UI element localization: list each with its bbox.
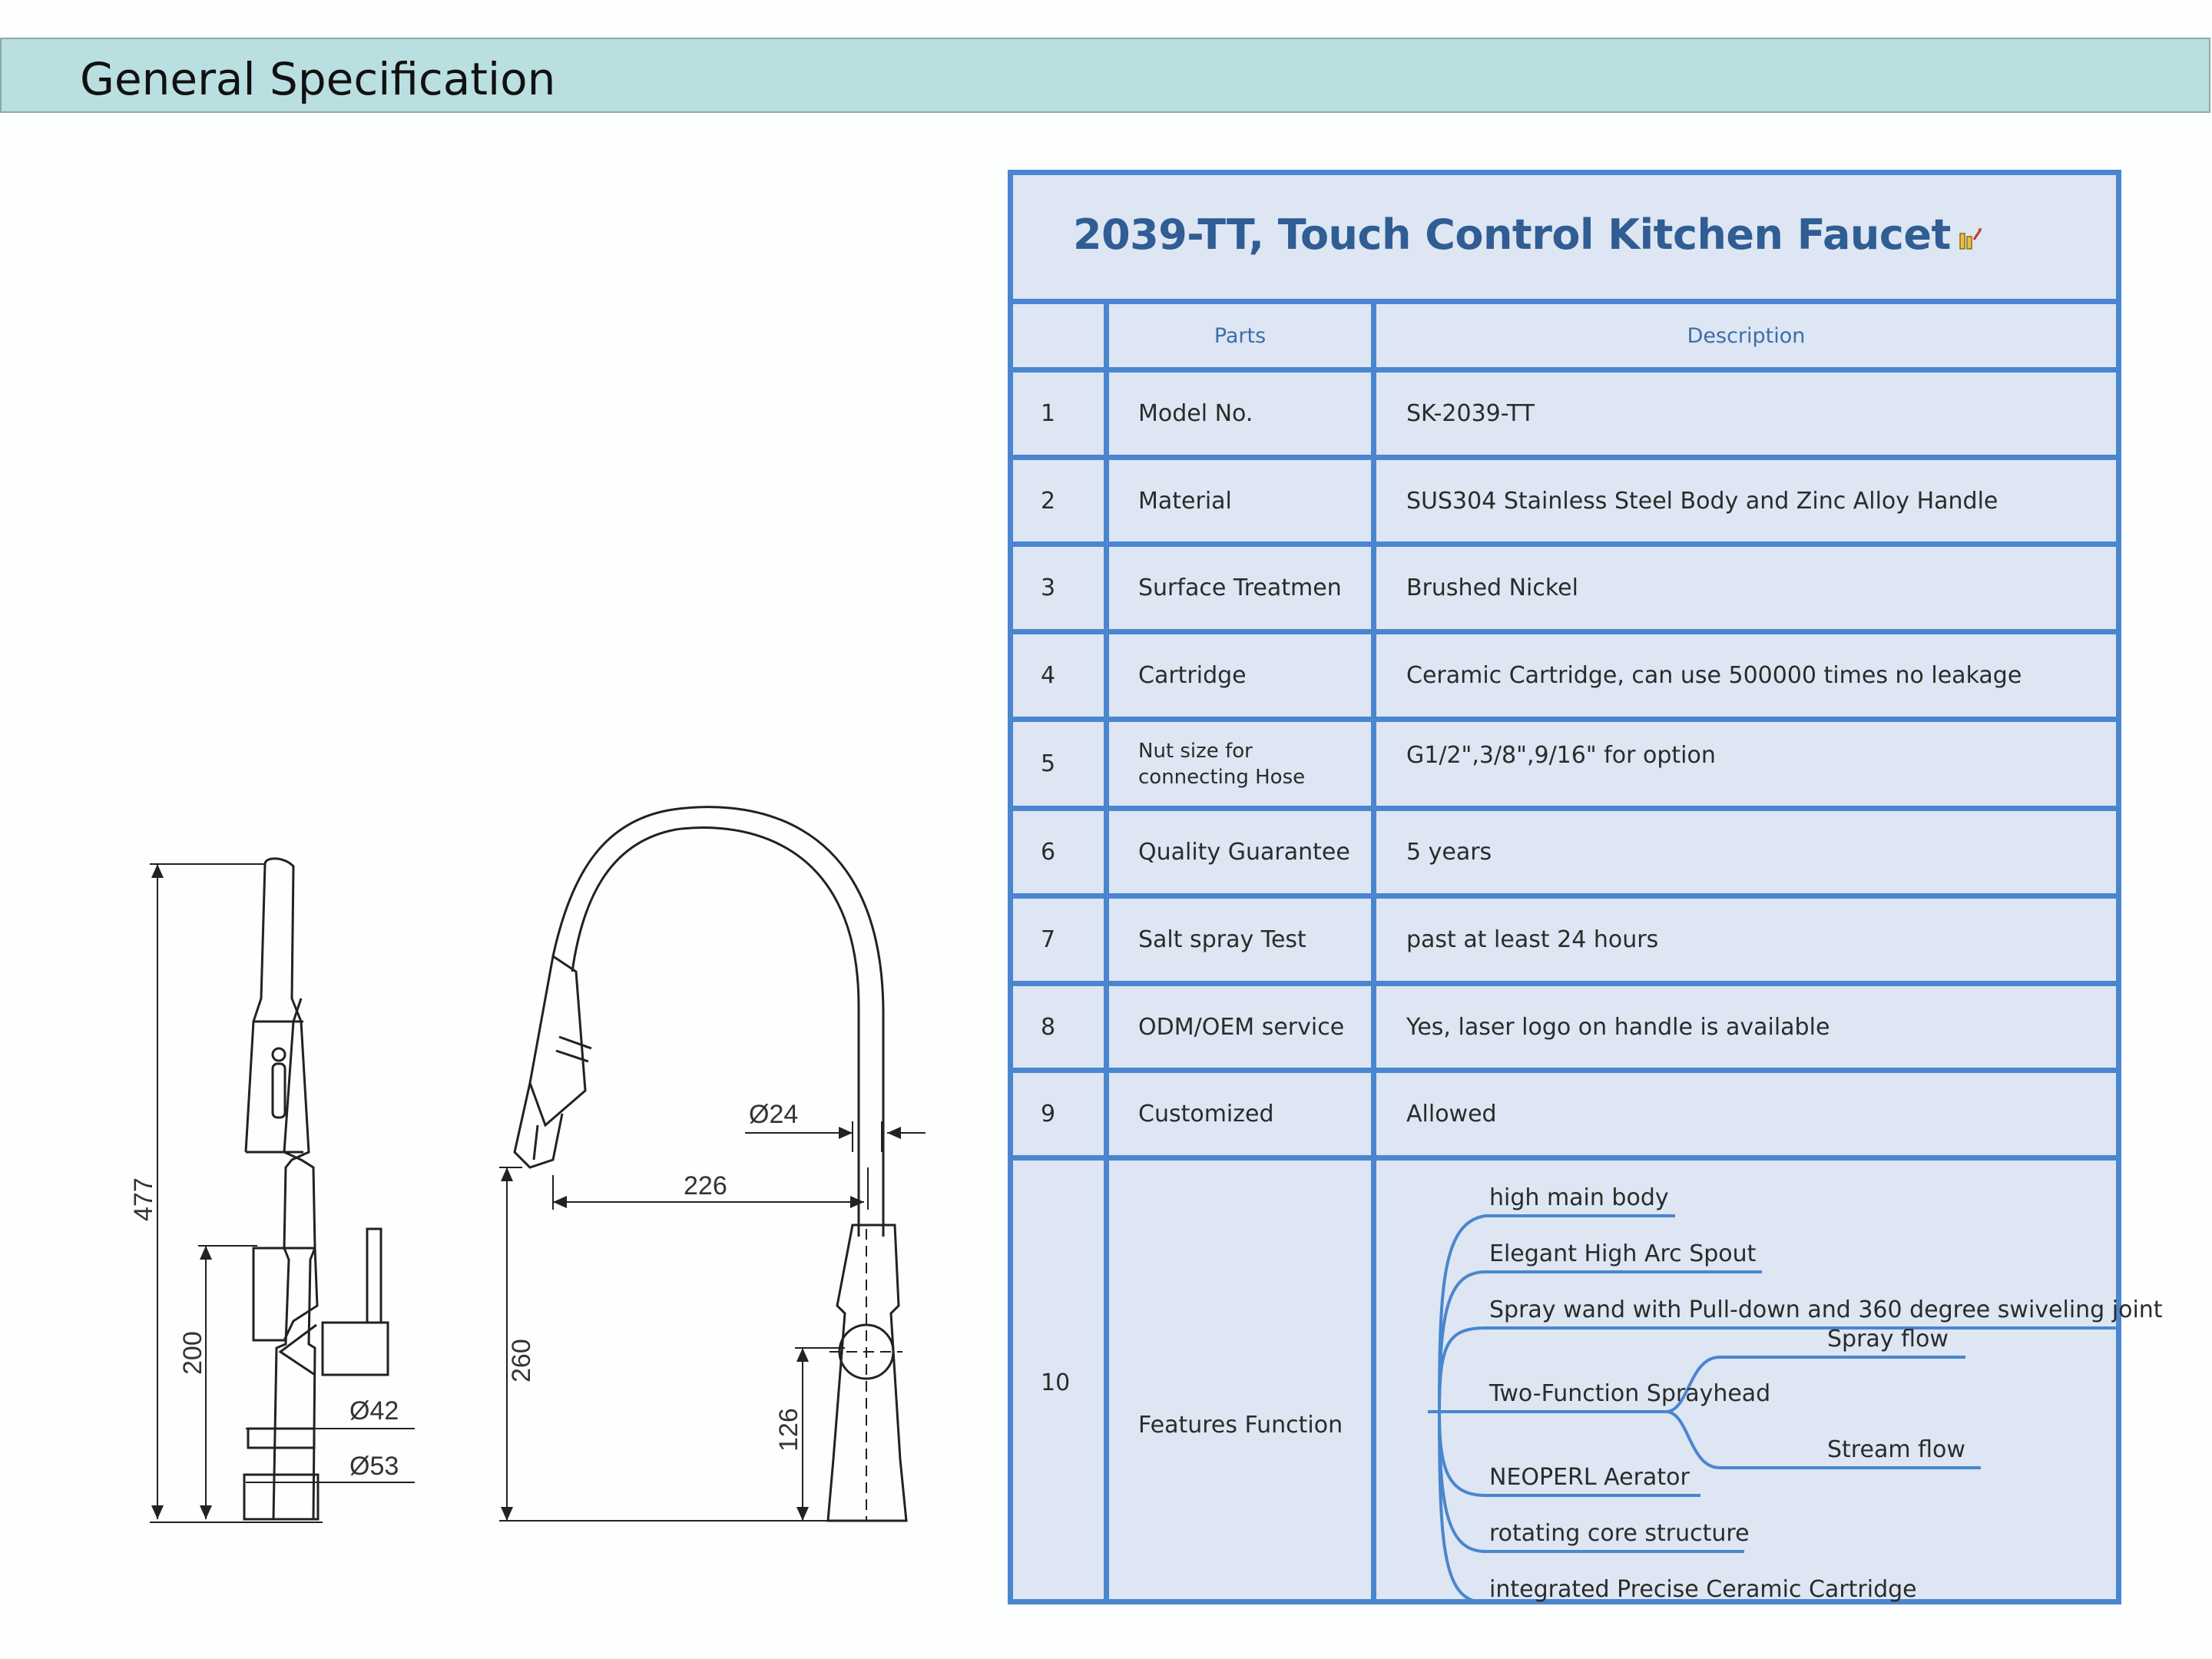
row-number: 4: [1041, 662, 1056, 689]
table-header-row: Parts Description: [1013, 304, 2116, 373]
table-row: 6 Quality Guarantee 5 years: [1013, 811, 2116, 899]
row-part: Cartridge: [1138, 662, 1247, 689]
feature-item: high main body: [1489, 1184, 1669, 1211]
dim-260: 260: [507, 1339, 536, 1382]
dim-477: 477: [129, 1177, 158, 1221]
spec-table: 2039-TT, Touch Control Kitchen Faucet Pa…: [1008, 170, 2163, 1604]
row-description: Ceramic Cartridge, can use 500000 times …: [1406, 662, 2022, 689]
feature-subitem: Spray flow: [1827, 1326, 1949, 1353]
row-part: Surface Treatmen: [1138, 575, 1342, 601]
row-description: 5 years: [1406, 839, 1492, 866]
dim-200: 200: [178, 1331, 207, 1375]
table-row: 3 Surface Treatmen Brushed Nickel: [1013, 547, 2116, 634]
table-row: 2 Material SUS304 Stainless Steel Body a…: [1013, 460, 2116, 547]
row-number: 6: [1041, 839, 1056, 866]
dim-dia42: Ø42: [349, 1396, 399, 1426]
row-part-line: connecting Hose: [1138, 765, 1306, 789]
features-mindmap: high main body Elegant High Arc Spout Sp…: [1428, 1184, 2163, 1604]
dim-226: 226: [684, 1171, 727, 1200]
dim-dia53: Ø53: [349, 1452, 399, 1481]
row-part: Material: [1138, 487, 1232, 515]
feature-item: integrated Precise Ceramic Cartridge: [1489, 1576, 1917, 1603]
dim-126: 126: [774, 1408, 803, 1452]
row-number: 1: [1041, 400, 1056, 427]
row-part: Model No.: [1138, 400, 1253, 427]
row-description: SK-2039-TT: [1406, 400, 1535, 427]
dim-dia24: Ø24: [749, 1100, 798, 1129]
row-description: G1/2",3/8",9/16" for option: [1406, 742, 1716, 769]
feature-subitem: Stream flow: [1827, 1436, 1965, 1463]
row-number: 7: [1041, 926, 1056, 953]
feature-item: rotating core structure: [1489, 1520, 1750, 1547]
header-description: Description: [1687, 323, 1806, 348]
row-part-line: Nut size for: [1138, 739, 1253, 763]
feature-item: Elegant High Arc Spout: [1489, 1240, 1757, 1267]
feature-item: NEOPERL Aerator: [1489, 1464, 1690, 1491]
table-row: 9 Customized Allowed: [1013, 1073, 2116, 1161]
row-number: 2: [1041, 487, 1056, 515]
row-part: Customized: [1138, 1101, 1274, 1128]
row-part: Salt spray Test: [1138, 926, 1306, 953]
row-description: Brushed Nickel: [1406, 575, 1578, 601]
row-part: ODM/OEM service: [1138, 1013, 1345, 1041]
spec-title-text: 2039-TT, Touch Control Kitchen Faucet: [1073, 210, 1951, 259]
spec-title-row: 2039-TT, Touch Control Kitchen Faucet: [1013, 175, 2116, 304]
feature-item: Spray wand with Pull-down and 360 degree…: [1489, 1296, 2163, 1323]
table-row-features: 10 Features Function high main body Ele: [1013, 1161, 2163, 1604]
section-title: General Specification: [80, 53, 556, 105]
row-description: Yes, laser logo on handle is available: [1406, 1013, 1830, 1041]
row-number: 9: [1041, 1101, 1056, 1128]
row-description: past at least 24 hours: [1406, 926, 1659, 953]
feature-item: Two-Function Sprayhead: [1488, 1380, 1770, 1407]
row-part: Quality Guarantee: [1138, 839, 1350, 866]
section-header-bar: General Specification: [0, 38, 2210, 113]
row-part: Features Function: [1138, 1411, 1343, 1439]
col-divider-1: [1104, 304, 1109, 1599]
faucet-technical-drawing: 477 200 Ø42 Ø53 Ø24 226 260 126: [129, 806, 926, 1523]
row-number: 5: [1041, 750, 1056, 777]
table-row: 1 Model No. SK-2039-TT: [1013, 373, 2116, 460]
table-row: 8 ODM/OEM service Yes, laser logo on han…: [1013, 986, 2116, 1073]
table-row: 7 Salt spray Test past at least 24 hours: [1013, 899, 2116, 986]
row-number: 8: [1041, 1013, 1056, 1041]
edit-icon: [1957, 214, 1983, 262]
row-number: 3: [1041, 575, 1056, 601]
row-description: SUS304 Stainless Steel Body and Zinc All…: [1406, 487, 1998, 515]
spec-title: 2039-TT, Touch Control Kitchen Faucet: [1073, 210, 1983, 262]
row-number: 10: [1041, 1369, 1071, 1396]
col-divider-2: [1371, 304, 1376, 1599]
row-description: Allowed: [1406, 1101, 1497, 1128]
header-parts: Parts: [1214, 323, 1267, 348]
table-row: 4 Cartridge Ceramic Cartridge, can use 5…: [1013, 634, 2116, 722]
